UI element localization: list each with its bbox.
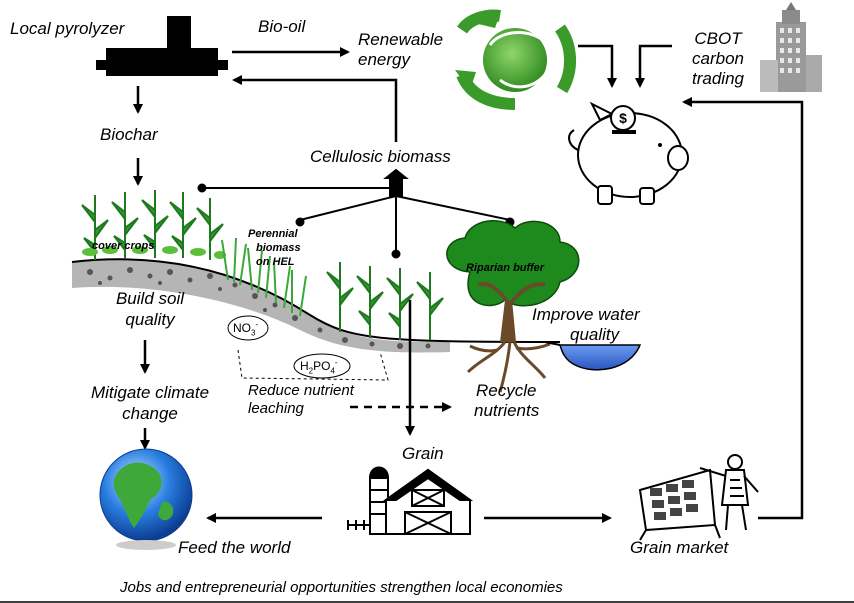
label-perennial-line3: on HEL <box>256 256 295 268</box>
label-recycle-line1: Recycle <box>476 381 537 400</box>
label-perennial-line1: Perennial <box>248 228 298 240</box>
label-cellulosic-biomass: Cellulosic biomass <box>310 147 451 166</box>
biomass-connectors <box>197 168 515 259</box>
pyrolyzer-icon <box>96 16 228 76</box>
corn-field-right-icon <box>326 262 444 340</box>
label-no3: NO3- <box>233 320 259 338</box>
piggy-bank-icon: $ <box>568 101 689 205</box>
label-bio-oil: Bio-oil <box>258 17 306 36</box>
label-reduce-line1: Reduce nutrient <box>248 382 354 399</box>
water-icon <box>544 341 642 371</box>
label-grain: Grain <box>402 444 444 463</box>
footer-caption: Jobs and entrepreneurial opportunities s… <box>120 579 563 596</box>
label-cover-crops: cover crops <box>92 240 155 252</box>
market-stall-icon <box>638 454 759 541</box>
label-improve-water-line1: Improve water <box>532 305 640 324</box>
label-riparian-buffer: Riparian buffer <box>466 262 545 274</box>
label-recycle-line2: nutrients <box>474 401 540 420</box>
label-build-soil-line2: quality <box>125 310 175 329</box>
svg-text:$: $ <box>619 110 627 126</box>
label-mitigate-line2: change <box>122 404 178 423</box>
label-renewable-line1: Renewable <box>358 30 444 49</box>
label-renewable-line2: energy <box>358 50 410 69</box>
label-h2po4: H2PO4- <box>300 358 338 376</box>
corn-field-icon <box>81 190 226 260</box>
label-mitigate-line1: Mitigate climate <box>90 383 210 402</box>
recycle-globe-icon <box>455 9 577 110</box>
label-improve-water-line2: quality <box>570 325 620 344</box>
arrows-middle <box>140 300 612 523</box>
label-cbot-line3: trading <box>692 69 744 88</box>
perennial-grass-icon <box>221 237 307 317</box>
label-grain-market: Grain market <box>630 538 729 557</box>
arrows-top <box>133 44 804 520</box>
label-build-soil-line1: Build soil <box>115 289 185 308</box>
label-local-pyrolyzer: Local pyrolyzer <box>10 19 125 38</box>
earth-globe-icon <box>99 448 193 550</box>
label-cbot-line2: carbon <box>692 49 744 68</box>
barn-silo-icon <box>347 466 474 535</box>
leaching-zone <box>227 315 389 381</box>
label-cbot-line1: CBOT <box>694 29 742 48</box>
label-reduce-line2: leaching <box>248 400 304 417</box>
label-perennial-line2: biomass <box>256 242 301 254</box>
soil-band <box>71 258 561 353</box>
tree-icon <box>446 220 580 393</box>
label-feed-the-world: Feed the world <box>178 538 291 557</box>
skyscraper-icon <box>760 2 822 92</box>
label-biochar: Biochar <box>100 125 158 144</box>
